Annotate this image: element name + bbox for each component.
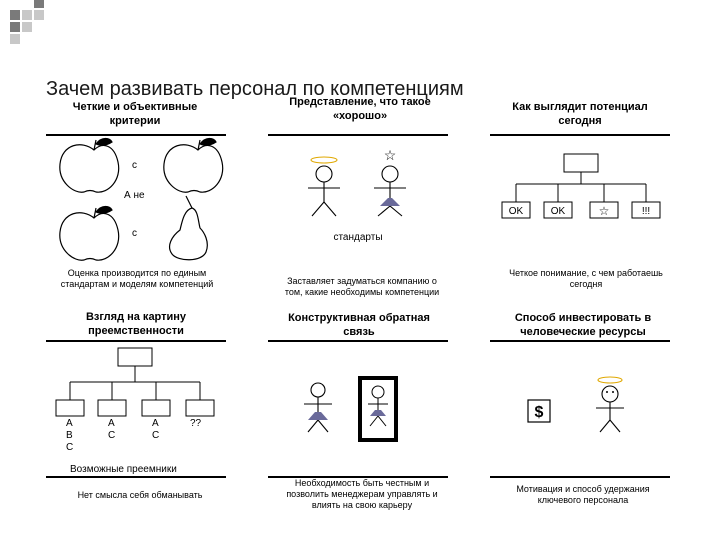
star-icon: ☆ bbox=[384, 150, 397, 163]
invest-diagram: $ bbox=[527, 376, 624, 433]
rule-top-3 bbox=[490, 134, 670, 136]
rule-bottom-2 bbox=[268, 476, 448, 478]
caption-think: Заставляет задуматься компанию о том, ка… bbox=[284, 276, 440, 297]
apple-label-mid: А не bbox=[124, 190, 145, 201]
successor-box-1: А В С bbox=[66, 418, 74, 453]
apple-icon bbox=[163, 137, 224, 193]
header-succession: Взгляд на картину преемственности bbox=[85, 311, 187, 337]
org-box-label-3: ☆ bbox=[599, 204, 610, 218]
rule-bottom-3 bbox=[490, 476, 670, 478]
money-box bbox=[527, 399, 551, 423]
apples-diagram: с А не с bbox=[59, 137, 224, 261]
halo-icon bbox=[310, 156, 338, 164]
successor-box-4: ?? bbox=[190, 418, 202, 429]
header-invest: Способ инвестировать в человеческие ресу… bbox=[514, 312, 652, 338]
header-potential: Как выглядит потенциал сегодня bbox=[512, 101, 648, 127]
org-chart-current: OK OK ☆ !!! bbox=[501, 153, 661, 219]
rule-top-1 bbox=[46, 134, 226, 136]
rule-bottom-1 bbox=[46, 476, 226, 478]
org-box-label-1: OK bbox=[509, 206, 524, 217]
org-box-label-2: OK bbox=[551, 206, 566, 217]
org-box-label-4: !!! bbox=[642, 206, 650, 217]
corner-square-4 bbox=[10, 22, 20, 32]
mirror-frame bbox=[358, 376, 398, 442]
dollar-icon: $ bbox=[535, 404, 544, 421]
caption-honesty: Необходимость быть честным и позволить м… bbox=[286, 478, 438, 510]
stick-figures-diagram: ☆ bbox=[308, 150, 406, 217]
caption-assessment: Оценка производится по единым стандартам… bbox=[60, 268, 214, 289]
caption-motivation: Мотивация и способ удержания ключевого п… bbox=[516, 484, 650, 505]
successors-label: Возможные преемники bbox=[70, 464, 177, 475]
corner-square-3 bbox=[34, 10, 44, 20]
rule-mid-3 bbox=[490, 340, 670, 342]
rule-top-2 bbox=[268, 134, 448, 136]
pear-icon bbox=[168, 195, 208, 261]
rule-mid-1 bbox=[46, 340, 226, 342]
apple-label-bottom: с bbox=[132, 228, 137, 239]
successor-box-3: А С bbox=[152, 418, 160, 441]
corner-square-2 bbox=[22, 10, 32, 20]
halo-icon bbox=[597, 376, 623, 384]
header-good: Представление, что такое «хорошо» bbox=[289, 96, 431, 122]
corner-square-1 bbox=[10, 10, 20, 20]
corner-square-6 bbox=[10, 34, 20, 44]
apple-label-top: с bbox=[132, 160, 137, 171]
succession-chart bbox=[55, 347, 215, 417]
caption-understanding: Четкое понимание, с чем работаешь сегодн… bbox=[509, 268, 663, 289]
skirt-shape bbox=[380, 198, 400, 206]
apple-icon bbox=[59, 205, 120, 261]
standards-label: стандарты bbox=[333, 232, 383, 243]
corner-square-5 bbox=[22, 22, 32, 32]
apple-icon bbox=[59, 137, 120, 193]
feedback-mirror-diagram bbox=[304, 376, 398, 442]
caption-no-fooling: Нет смысла себя обманывать bbox=[77, 490, 203, 500]
corner-square-7 bbox=[34, 0, 44, 8]
header-criteria: Четкие и объективные критерии bbox=[72, 101, 198, 127]
header-feedback: Конструктивная обратная связь bbox=[288, 312, 430, 338]
page-title: Зачем развивать персонал по компетенциям bbox=[46, 78, 464, 100]
successor-box-2: А С bbox=[108, 418, 116, 441]
rule-mid-2 bbox=[268, 340, 448, 342]
